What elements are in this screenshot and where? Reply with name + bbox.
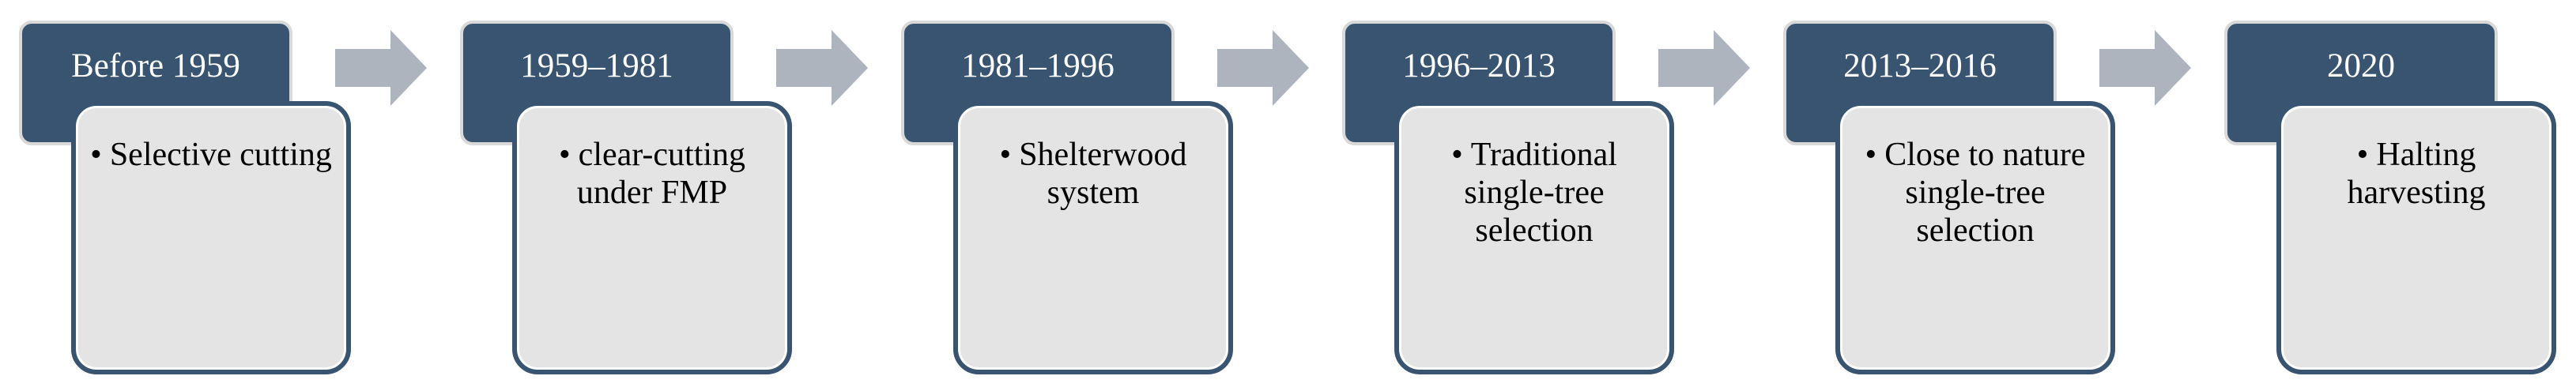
practice-list: •Traditional single-tree selection xyxy=(1413,136,1655,250)
practice-card: •Selective cutting xyxy=(71,101,351,374)
bullet-icon: • xyxy=(2356,137,2369,173)
practice-card: •Close to nature single-tree selection xyxy=(1835,101,2115,374)
practice-text: Shelterwood system xyxy=(1019,137,1187,211)
right-chevron-arrow-icon xyxy=(335,30,427,106)
practice-list: •Close to nature single-tree selection xyxy=(1854,136,2096,250)
timeline-step: 1959–1981 •clear-cutting under FMP xyxy=(441,0,792,391)
period-label: 2013–2016 xyxy=(1843,47,1997,85)
right-chevron-arrow-icon xyxy=(2099,30,2191,106)
practice-item: •Close to nature single-tree selection xyxy=(1854,136,2096,250)
practice-card: •clear-cutting under FMP xyxy=(512,101,792,374)
practice-list: •clear-cutting under FMP xyxy=(531,136,773,212)
practice-list: •Selective cutting xyxy=(90,136,332,174)
practice-item: •Traditional single-tree selection xyxy=(1413,136,1655,250)
practice-text: Selective cutting xyxy=(109,137,332,173)
period-label: 1959–1981 xyxy=(520,47,673,85)
practice-text: Halting harvesting xyxy=(2347,137,2486,211)
practice-item: •Selective cutting xyxy=(90,136,332,174)
right-chevron-arrow-icon xyxy=(1658,30,1750,106)
timeline-step: 2013–2016 •Close to nature single-tree s… xyxy=(1764,0,2115,391)
practice-list: •Halting harvesting xyxy=(2295,136,2537,212)
bullet-icon: • xyxy=(558,137,571,173)
practice-text: clear-cutting under FMP xyxy=(576,137,746,211)
practice-card: •Shelterwood system xyxy=(953,101,1233,374)
right-chevron-arrow-icon xyxy=(1217,30,1309,106)
timeline-step: 1996–2013 •Traditional single-tree selec… xyxy=(1323,0,1674,391)
period-label: Before 1959 xyxy=(71,47,240,85)
practice-text: Traditional single-tree selection xyxy=(1464,137,1617,249)
right-chevron-arrow-icon xyxy=(776,30,868,106)
practice-item: •Shelterwood system xyxy=(972,136,1214,212)
bullet-icon: • xyxy=(90,137,102,173)
practice-item: •Halting harvesting xyxy=(2295,136,2537,212)
practice-list: •Shelterwood system xyxy=(972,136,1214,212)
practice-item: •clear-cutting under FMP xyxy=(531,136,773,212)
timeline-step: 2020 •Halting harvesting xyxy=(2205,0,2556,391)
practice-text: Close to nature single-tree selection xyxy=(1884,137,2086,249)
bullet-icon: • xyxy=(999,137,1012,173)
practice-card: •Traditional single-tree selection xyxy=(1394,101,1674,374)
bullet-icon: • xyxy=(1451,137,1463,173)
practice-card: •Halting harvesting xyxy=(2276,101,2556,374)
timeline-step: Before 1959 •Selective cutting xyxy=(0,0,351,391)
period-label: 2020 xyxy=(2327,47,2395,85)
period-label: 1996–2013 xyxy=(1402,47,1556,85)
timeline-step: 1981–1996 •Shelterwood system xyxy=(882,0,1233,391)
period-label: 1981–1996 xyxy=(961,47,1115,85)
bullet-icon: • xyxy=(1865,137,1877,173)
